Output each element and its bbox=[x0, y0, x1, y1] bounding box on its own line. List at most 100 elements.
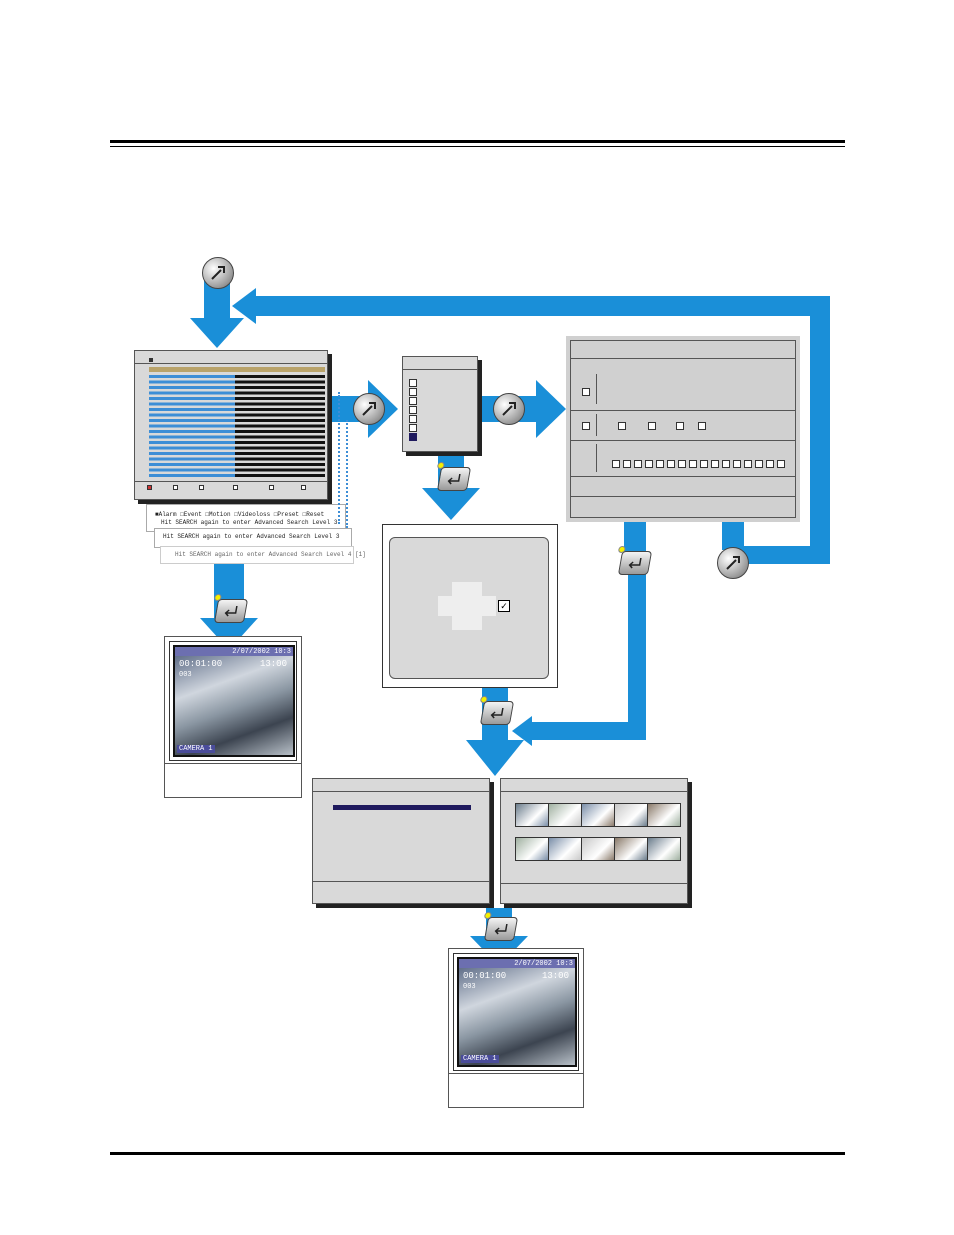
event-row-right[interactable] bbox=[235, 391, 325, 395]
remote-enter-icon[interactable] bbox=[213, 594, 249, 623]
event-row-right[interactable] bbox=[235, 386, 325, 389]
event-row-left[interactable] bbox=[149, 452, 235, 455]
event-row-left[interactable] bbox=[149, 408, 235, 411]
event-row-left[interactable] bbox=[149, 468, 235, 472]
event-row-left[interactable] bbox=[149, 474, 235, 477]
filter-check-2[interactable] bbox=[409, 388, 417, 396]
video-thumbnail[interactable] bbox=[581, 837, 615, 861]
adv-camera-check[interactable] bbox=[623, 460, 631, 468]
adv-check-event-4[interactable] bbox=[698, 422, 706, 430]
event-row-right[interactable] bbox=[235, 408, 325, 411]
filter-check-4[interactable] bbox=[409, 406, 417, 414]
remote-menu-icon[interactable] bbox=[353, 393, 385, 425]
adv-check-camera[interactable] bbox=[582, 388, 590, 396]
footer-key-1[interactable] bbox=[147, 485, 152, 490]
footer-key-4[interactable] bbox=[233, 485, 238, 490]
adv-check-event-3[interactable] bbox=[676, 422, 684, 430]
stacked-edge-2 bbox=[346, 420, 352, 528]
adv-camera-checks[interactable] bbox=[612, 460, 792, 470]
filter-check-6[interactable] bbox=[409, 424, 417, 432]
remote-enter-icon[interactable] bbox=[483, 912, 519, 941]
video-thumbnail[interactable] bbox=[548, 837, 582, 861]
adv-camera-check[interactable] bbox=[755, 460, 763, 468]
adv-camera-check[interactable] bbox=[766, 460, 774, 468]
event-row-right[interactable] bbox=[235, 380, 325, 384]
adv-camera-check[interactable] bbox=[667, 460, 675, 468]
footer-key-5[interactable] bbox=[269, 485, 274, 490]
event-row-right[interactable] bbox=[235, 474, 325, 477]
video-thumbnail[interactable] bbox=[515, 803, 549, 827]
event-row-left[interactable] bbox=[149, 413, 235, 417]
event-row-right[interactable] bbox=[235, 430, 325, 433]
remote-enter-icon[interactable] bbox=[479, 696, 515, 725]
footer-key-2[interactable] bbox=[173, 485, 178, 490]
remote-menu-icon[interactable] bbox=[493, 393, 525, 425]
event-row-right[interactable] bbox=[235, 397, 325, 400]
adv-check-event-2[interactable] bbox=[648, 422, 656, 430]
adv-camera-check[interactable] bbox=[612, 460, 620, 468]
adv-camera-check[interactable] bbox=[656, 460, 664, 468]
video-thumbnail[interactable] bbox=[581, 803, 615, 827]
adv-check-event[interactable] bbox=[582, 422, 590, 430]
adv-camera-check[interactable] bbox=[722, 460, 730, 468]
event-row-right[interactable] bbox=[235, 419, 325, 422]
event-row-left[interactable] bbox=[149, 419, 235, 422]
event-row-left[interactable] bbox=[149, 430, 235, 433]
event-row-left[interactable] bbox=[149, 391, 235, 395]
adv-camera-check[interactable] bbox=[777, 460, 785, 468]
remote-enter-icon[interactable] bbox=[436, 462, 472, 491]
checkmark-icon[interactable]: ✓ bbox=[498, 600, 510, 612]
event-row-left[interactable] bbox=[149, 380, 235, 384]
adv-check-event-1[interactable] bbox=[618, 422, 626, 430]
filter-check-1[interactable] bbox=[409, 379, 417, 387]
filter-check-3[interactable] bbox=[409, 397, 417, 405]
event-row-right[interactable] bbox=[235, 424, 325, 428]
footer-key-6[interactable] bbox=[301, 485, 306, 490]
filter-check-selected[interactable] bbox=[409, 433, 417, 441]
event-row-right[interactable] bbox=[235, 435, 325, 439]
result-header-divider bbox=[313, 791, 489, 792]
event-row-right[interactable] bbox=[235, 463, 325, 466]
result-selected-row[interactable] bbox=[333, 805, 471, 810]
event-row-right[interactable] bbox=[235, 441, 325, 444]
event-row-right[interactable] bbox=[235, 402, 325, 406]
adv-camera-check[interactable] bbox=[645, 460, 653, 468]
event-rows[interactable] bbox=[149, 367, 325, 479]
adv-camera-check[interactable] bbox=[733, 460, 741, 468]
event-row-left[interactable] bbox=[149, 402, 235, 406]
event-row-right[interactable] bbox=[235, 375, 325, 378]
video-thumbnail[interactable] bbox=[548, 803, 582, 827]
remote-menu-icon[interactable] bbox=[717, 547, 749, 579]
adv-camera-check[interactable] bbox=[744, 460, 752, 468]
filter-check-5[interactable] bbox=[409, 415, 417, 423]
adv-camera-check[interactable] bbox=[634, 460, 642, 468]
event-row-left[interactable] bbox=[149, 386, 235, 389]
adv-camera-check[interactable] bbox=[700, 460, 708, 468]
event-row-right[interactable] bbox=[235, 452, 325, 455]
adv-camera-check[interactable] bbox=[711, 460, 719, 468]
video-thumbnail[interactable] bbox=[515, 837, 549, 861]
event-row-left[interactable] bbox=[149, 457, 235, 461]
remote-enter-icon[interactable] bbox=[617, 546, 653, 575]
event-row-left[interactable] bbox=[149, 424, 235, 428]
event-row-left[interactable] bbox=[149, 375, 235, 378]
video-thumbnail[interactable] bbox=[614, 837, 648, 861]
footer-key-3[interactable] bbox=[199, 485, 204, 490]
adv-camera-check[interactable] bbox=[678, 460, 686, 468]
event-row-left[interactable] bbox=[149, 435, 235, 439]
event-row-right[interactable] bbox=[235, 446, 325, 450]
event-row-left[interactable] bbox=[149, 441, 235, 444]
remote-menu-icon[interactable] bbox=[202, 257, 234, 289]
adv-camera-check[interactable] bbox=[689, 460, 697, 468]
video-thumbnail[interactable] bbox=[614, 803, 648, 827]
video-thumbnail[interactable] bbox=[647, 803, 681, 827]
event-row-right[interactable] bbox=[235, 413, 325, 417]
event-row-left[interactable] bbox=[149, 463, 235, 466]
event-row-left[interactable] bbox=[149, 397, 235, 400]
event-row-right[interactable] bbox=[235, 468, 325, 472]
video-thumbnail[interactable] bbox=[647, 837, 681, 861]
event-row-right[interactable] bbox=[235, 457, 325, 461]
event-row-left[interactable] bbox=[149, 446, 235, 450]
